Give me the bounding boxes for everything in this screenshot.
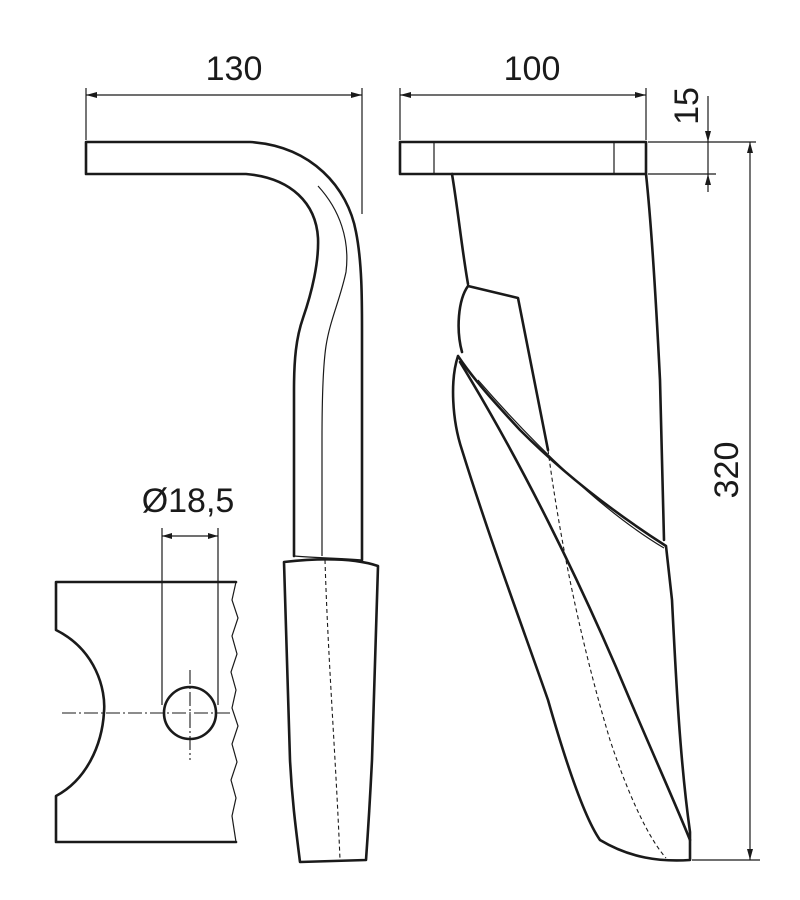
label-side-view-width: 130 <box>206 50 263 88</box>
detail-view <box>54 528 239 844</box>
dimension-15 <box>648 96 756 192</box>
label-plate-thickness: 15 <box>668 87 706 125</box>
hole-dim-arrow-left <box>162 533 172 539</box>
side-view <box>84 140 380 864</box>
front-view-blade-back <box>457 284 550 452</box>
side-view-collar <box>293 555 363 561</box>
front-view-flange <box>398 140 648 176</box>
label-total-height: 320 <box>708 442 746 499</box>
dimension-130 <box>85 88 363 214</box>
dim-130-arrow-left <box>86 92 97 98</box>
dimension-100 <box>399 88 647 140</box>
hole-dim-arrow-right <box>208 533 218 539</box>
side-view-blade <box>282 558 380 864</box>
label-front-view-width: 100 <box>504 50 561 88</box>
front-view-shank <box>450 172 666 542</box>
front-view-blade-body <box>451 354 692 862</box>
dim-100-arrow-right <box>635 92 646 98</box>
dimension-320 <box>692 142 760 861</box>
dim-320-arrow-top <box>747 142 753 153</box>
dim-100-arrow-left <box>400 92 411 98</box>
detail-view-break-line <box>230 581 239 843</box>
side-view-shank-outline <box>84 140 364 562</box>
dim-15-arrow-top <box>705 131 711 142</box>
detail-view-outline <box>54 580 238 844</box>
dim-15-arrow-bottom <box>705 174 711 185</box>
dim-130-arrow-right <box>351 92 362 98</box>
front-view-twist-edge <box>458 360 692 842</box>
front-view-crease <box>477 379 665 549</box>
label-hole-diameter: Ø18,5 <box>142 482 235 520</box>
side-view-hidden-line <box>324 559 341 861</box>
dim-320-arrow-bottom <box>747 849 753 860</box>
front-view-hidden-line <box>547 449 667 859</box>
side-view-bend-edge <box>317 185 348 556</box>
front-view <box>398 140 692 862</box>
